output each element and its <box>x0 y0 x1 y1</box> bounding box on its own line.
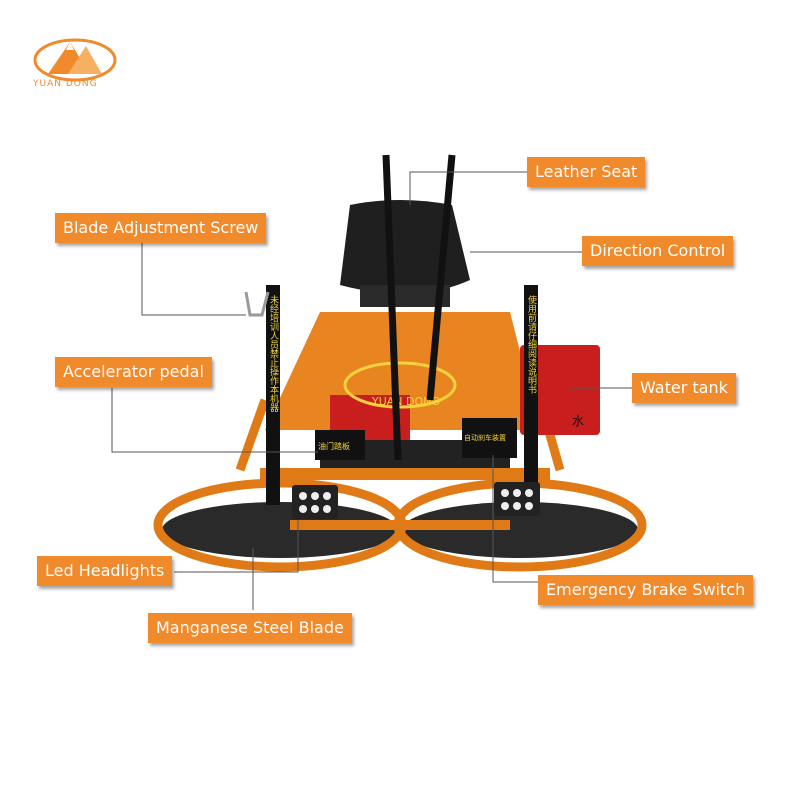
logo-ring <box>33 38 117 82</box>
label-direction-control: Direction Control <box>582 236 734 266</box>
label-blade-adjustment-screw: Blade Adjustment Screw <box>55 213 267 243</box>
logo-wordmark: YUAN DONG <box>33 79 98 89</box>
frame-strut-left <box>235 398 270 472</box>
body-emblem <box>343 361 457 409</box>
right-warning-pole <box>524 285 538 505</box>
left-pole-text: 未经培训人员禁止操作本机器 <box>268 294 279 412</box>
leather-seat <box>340 200 470 294</box>
label-led-headlights: Led Headlights <box>37 556 173 586</box>
body-brand-text: YUAN DONG <box>371 395 440 408</box>
water-tank-label: 水 <box>572 414 584 428</box>
label-leather-seat: Leather Seat <box>527 157 646 187</box>
water-tank <box>520 345 600 435</box>
label-water-tank: Water tank <box>632 373 736 403</box>
brake-switch-box <box>462 418 517 458</box>
seat-base <box>360 285 450 307</box>
logo-mountain-right <box>68 46 102 74</box>
blade-adjustment-screw <box>244 291 270 317</box>
left-control-lever <box>382 154 402 461</box>
right-led-headlight <box>494 482 540 516</box>
left-led-headlight <box>292 485 338 519</box>
throttle-pedal-text: 油门踏板 <box>318 441 350 451</box>
brand-logo <box>33 38 117 82</box>
brake-switch-text: 自动刹车装置 <box>464 433 506 442</box>
label-emergency-brake-switch: Emergency Brake Switch <box>538 575 754 605</box>
label-accelerator-pedal: Accelerator pedal <box>55 357 212 387</box>
label-manganese-steel-blade: Manganese Steel Blade <box>148 613 352 643</box>
lower-frame-bar-2 <box>290 520 510 530</box>
logo-peak <box>66 42 74 50</box>
throttle-pedal-box <box>315 430 365 460</box>
right-pole-text: 使用前请仔细阅读说明书 <box>526 294 537 395</box>
lower-frame-bar <box>260 468 550 480</box>
